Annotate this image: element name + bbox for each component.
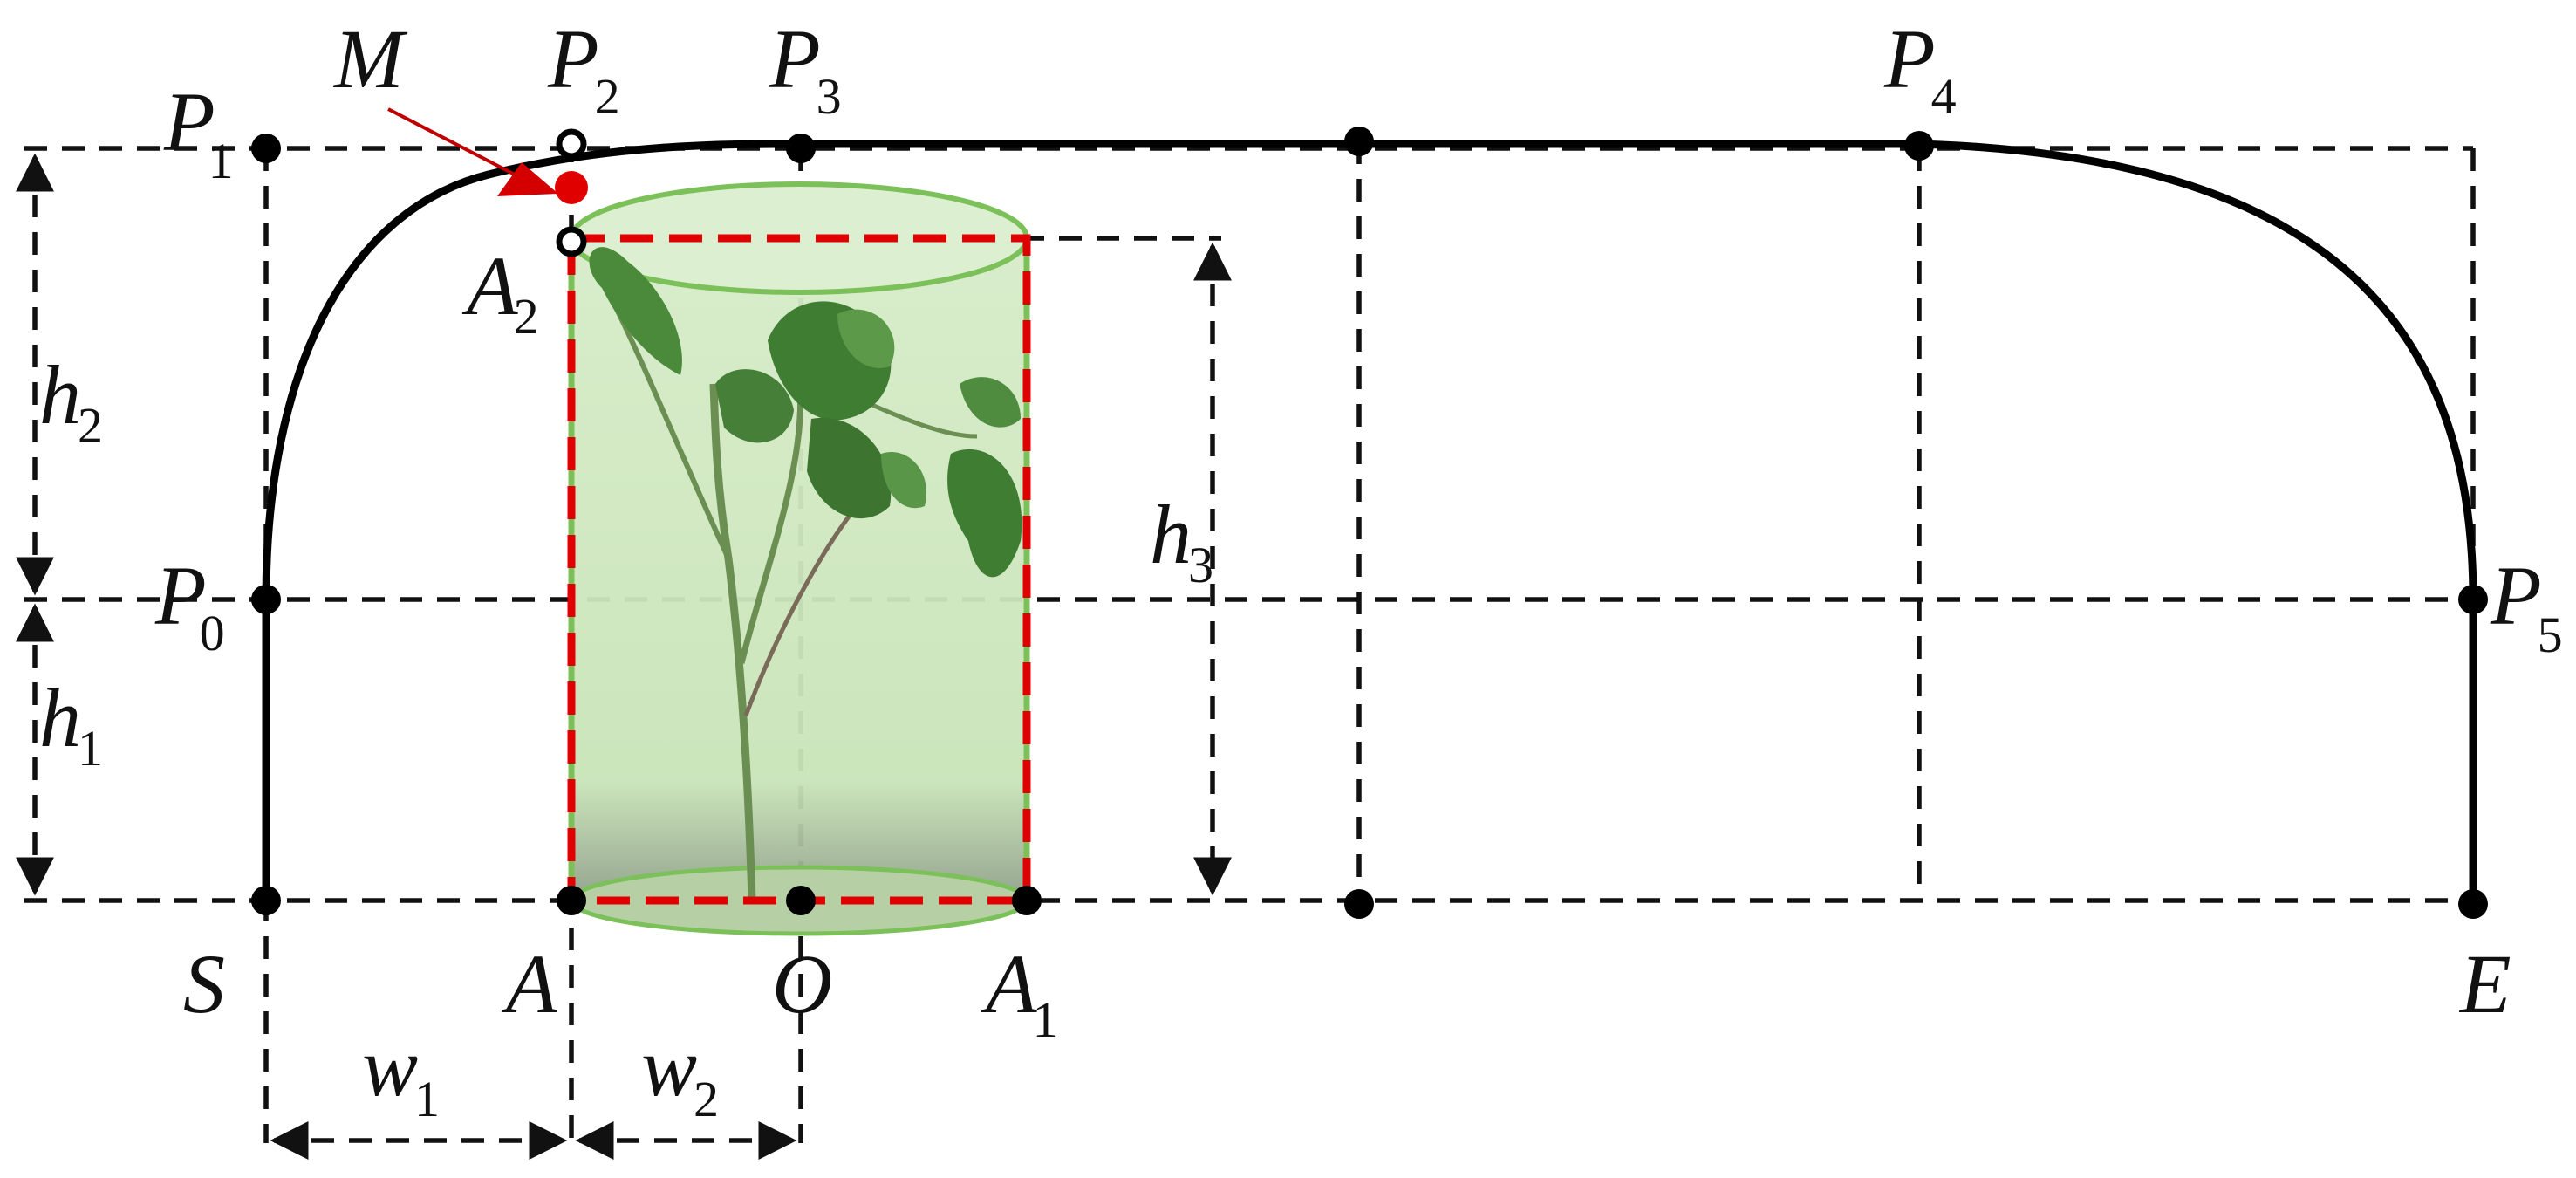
labels: M P1 P2 P3 P4 P0 P5 A2 h2 h1 h3 S A O A1… [39, 12, 2563, 1127]
label-p1: P1 [163, 75, 234, 189]
label-a: A [501, 937, 557, 1031]
label-p2: P2 [547, 12, 620, 125]
label-p3: P3 [769, 12, 842, 125]
red-arrow-icon [387, 107, 558, 196]
point-bottom-mid [1344, 889, 1374, 919]
label-o: O [772, 937, 832, 1031]
greenhouse-profile-curve [262, 140, 2477, 901]
label-m: M [332, 12, 408, 106]
point-s [251, 886, 281, 915]
plant-icon [589, 247, 1022, 901]
label-w1: w1 [362, 1020, 440, 1127]
label-h1: h1 [39, 671, 103, 777]
point-p2 [556, 128, 587, 160]
label-p0: P0 [154, 549, 225, 661]
point-m [555, 171, 588, 204]
point-p5 [2458, 585, 2488, 614]
label-a1: A1 [981, 937, 1058, 1048]
point-o [786, 886, 816, 915]
key-points [251, 127, 2488, 919]
label-w2: w2 [641, 1020, 719, 1127]
label-p5: P5 [2490, 549, 2563, 663]
point-p1 [251, 134, 281, 163]
point-e [2458, 889, 2488, 919]
dimension-arrows [16, 153, 1232, 1160]
point-p4 [1904, 131, 1934, 161]
label-a2: A2 [461, 239, 539, 345]
label-e: E [2458, 937, 2511, 1031]
reference-grid [24, 140, 2476, 1143]
point-a1 [1012, 886, 1042, 915]
label-h3: h3 [1150, 488, 1213, 593]
point-top-mid [1344, 127, 1374, 156]
point-a [557, 886, 586, 915]
label-p4: P4 [1883, 12, 1957, 125]
plant-cylinder [567, 181, 1031, 936]
label-h2: h2 [39, 348, 103, 454]
point-a2 [556, 226, 587, 257]
label-s: S [183, 937, 225, 1031]
point-p0 [251, 585, 281, 614]
point-p3 [786, 134, 816, 163]
